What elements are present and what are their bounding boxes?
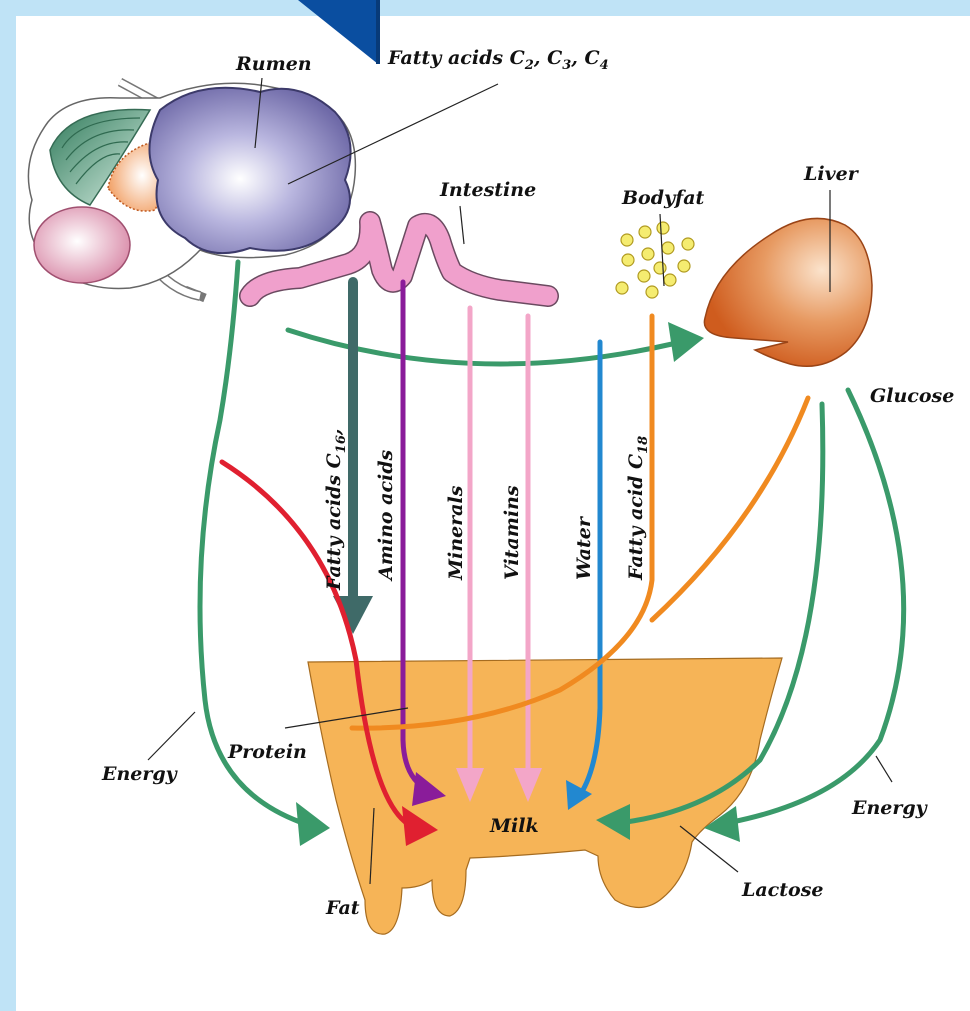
rumen xyxy=(149,88,350,253)
milk-label: Milk xyxy=(489,815,539,837)
rumen-label: Rumen xyxy=(235,53,312,75)
amino-acids-label: Amino acids xyxy=(375,449,397,582)
fat-label: Fat xyxy=(325,897,360,919)
lactose-label: Lactose xyxy=(741,879,823,901)
glucose-label: Glucose xyxy=(870,385,954,407)
energy-right-label: Energy xyxy=(851,797,929,819)
protein-label: Protein xyxy=(227,741,307,763)
liver-label: Liver xyxy=(803,163,860,185)
bodyfat-label: Bodyfat xyxy=(621,187,705,209)
intestine-label: Intestine xyxy=(439,179,536,201)
vitamins-label: Vitamins xyxy=(501,485,523,580)
energy-left-label: Energy xyxy=(101,763,179,785)
minerals-label: Minerals xyxy=(445,485,467,581)
water-label: Water xyxy=(573,515,595,580)
